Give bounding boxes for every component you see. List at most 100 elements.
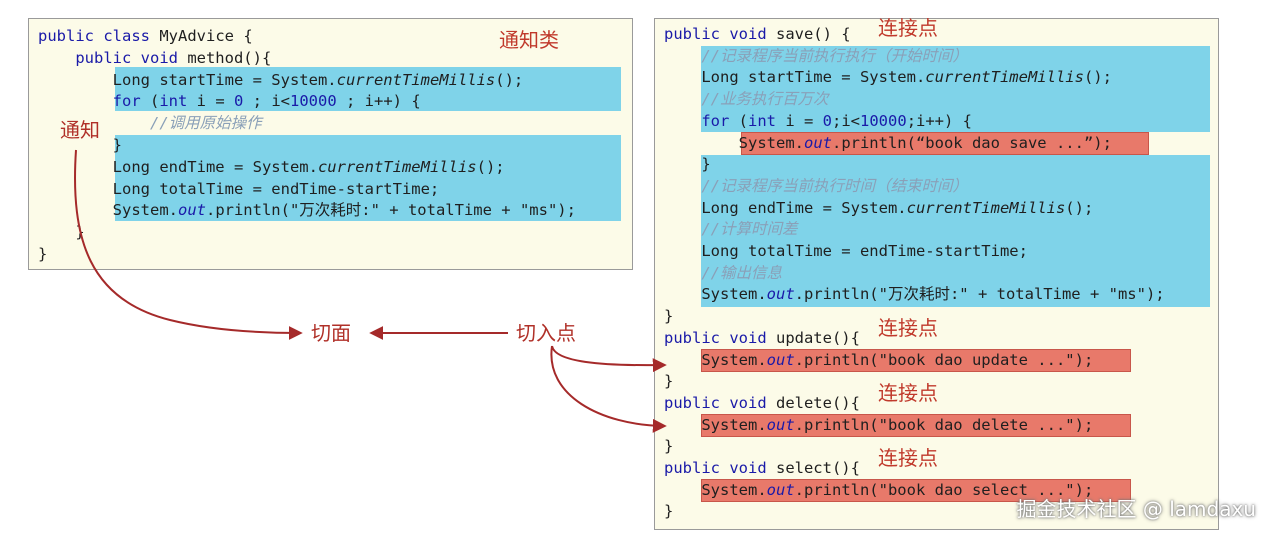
code-token: //计算时间差 <box>701 220 798 239</box>
code-line: System.out.println(“book dao save ...”); <box>664 133 1112 155</box>
code-token: } <box>664 502 674 521</box>
code-token: ;i++) { <box>906 111 973 130</box>
code-line: } <box>664 501 673 523</box>
code-token: ; i< <box>243 92 291 111</box>
code-token: Long totalTime = endTime-startTime; <box>701 242 1028 260</box>
code-token: ;i< <box>832 111 861 130</box>
advice-label: 通知 <box>60 118 100 142</box>
code-token: out <box>766 350 795 369</box>
code-token: for <box>701 111 730 130</box>
select-body-highlight <box>701 479 1131 502</box>
code-token: //记录程序当前执行执行（开始时间） <box>701 46 968 65</box>
code-token: .println("万次耗时:" + totalTime + "ms"); <box>794 285 1165 304</box>
code-token: i = <box>187 92 234 111</box>
code-token: (); <box>495 70 524 89</box>
code-token: (); <box>476 157 505 176</box>
save-body-highlight <box>741 132 1149 155</box>
code-token: (); <box>1065 198 1094 217</box>
code-line: } <box>664 436 673 458</box>
joinpoint-label-update: 连接点 <box>878 316 938 340</box>
code-line: public void select(){ <box>664 458 860 480</box>
code-line: for (int i = 0;i<10000;i++) { <box>664 111 972 133</box>
code-line: public void delete(){ <box>664 393 860 415</box>
code-line: for (int i = 0 ; i<10000 ; i++) { <box>38 91 421 113</box>
save-highlight-top <box>701 46 1210 132</box>
code-line: } <box>664 371 673 393</box>
advice-class-label: 通知类 <box>499 28 559 52</box>
code-line: //计算时间差 <box>664 219 798 241</box>
code-line: } <box>38 135 122 157</box>
code-line: Long totalTime = endTime-startTime; <box>38 179 440 201</box>
code-token: 0 <box>822 111 833 130</box>
delete-body-highlight <box>701 414 1131 437</box>
code-token: .println("book dao select ..."); <box>794 480 1094 499</box>
joinpoint-label-select: 连接点 <box>878 446 938 470</box>
code-token: out <box>803 133 832 152</box>
code-line: System.out.println("book dao select ..."… <box>664 480 1093 502</box>
code-line: System.out.println("万次耗时:" + totalTime +… <box>664 284 1165 306</box>
code-line: public class MyAdvice { <box>38 26 253 48</box>
code-token: out <box>177 201 206 220</box>
code-token: .println("book dao update ..."); <box>794 350 1094 369</box>
code-token: (); <box>1083 68 1112 87</box>
code-token: System. <box>701 285 767 304</box>
code-line: public void method(){ <box>38 48 271 70</box>
code-token: } <box>664 437 674 456</box>
code-token: out <box>766 415 795 434</box>
code-token: //记录程序当前执行时间（结束时间） <box>701 176 968 195</box>
code-token: out <box>766 285 795 304</box>
code-token: currentTimeMillis <box>925 68 1084 87</box>
code-token: select(){ <box>775 459 860 477</box>
code-token: } <box>112 136 122 154</box>
code-token: currentTimeMillis <box>317 157 477 176</box>
code-token: public void <box>664 328 776 347</box>
code-line: } <box>664 306 673 328</box>
code-token: ( <box>729 111 748 130</box>
code-line: public void save() { <box>664 24 851 46</box>
code-token: } <box>664 307 674 326</box>
target-class-panel: public void save() { //记录程序当前执行执行（开始时间） … <box>654 18 1219 530</box>
code-line: //调用原始操作 <box>38 113 262 135</box>
code-token: System. <box>701 350 767 369</box>
code-token: method(){ <box>187 48 272 67</box>
pointcut-to-delete-arrow <box>550 345 667 433</box>
code-token: public class <box>38 27 160 45</box>
code-token: public void <box>664 459 776 477</box>
code-line: Long endTime = System.currentTimeMillis(… <box>38 157 505 179</box>
aspect-label: 切面 <box>311 321 351 345</box>
advice-class-panel: public class MyAdvice { public void meth… <box>28 18 633 270</box>
watermark: 掘金技术社区 @ lamdaxu <box>1016 497 1256 521</box>
code-line: System.out.println("book dao update ..."… <box>664 350 1093 372</box>
code-token: .println(“book dao save ...”); <box>831 133 1112 152</box>
pointcut-to-update-arrow <box>551 345 667 373</box>
code-token: Long endTime = System. <box>701 198 907 217</box>
code-line: public void update(){ <box>664 328 860 350</box>
code-token: System. <box>701 480 767 499</box>
code-token: } <box>664 372 674 391</box>
code-line: } <box>664 154 711 176</box>
code-token: System. <box>738 133 804 152</box>
code-token: public void <box>664 25 776 43</box>
code-token: Long startTime = System. <box>701 68 926 87</box>
code-token: i = <box>776 111 823 130</box>
code-token: } <box>701 155 711 174</box>
code-token: currentTimeMillis <box>906 198 1066 217</box>
code-line: Long startTime = System.currentTimeMilli… <box>664 67 1112 89</box>
code-token: int <box>159 92 188 111</box>
save-highlight-bottom <box>701 155 1210 307</box>
advice-to-aspect-arrow <box>74 149 303 340</box>
pointcut-label: 切入点 <box>516 321 576 345</box>
code-token: delete(){ <box>775 393 860 412</box>
joinpoint-label-delete: 连接点 <box>878 381 938 405</box>
code-line: Long totalTime = endTime-startTime; <box>664 241 1028 263</box>
code-line: //记录程序当前执行时间（结束时间） <box>664 176 968 198</box>
code-line: } <box>38 244 47 266</box>
code-token: for <box>112 92 141 111</box>
code-token: save() { <box>775 25 851 43</box>
code-token: System. <box>112 201 178 220</box>
code-line: //记录程序当前执行执行（开始时间） <box>664 46 968 68</box>
code-token: int <box>748 111 776 130</box>
code-token: currentTimeMillis <box>336 70 496 89</box>
code-token: //调用原始操作 <box>149 114 262 133</box>
